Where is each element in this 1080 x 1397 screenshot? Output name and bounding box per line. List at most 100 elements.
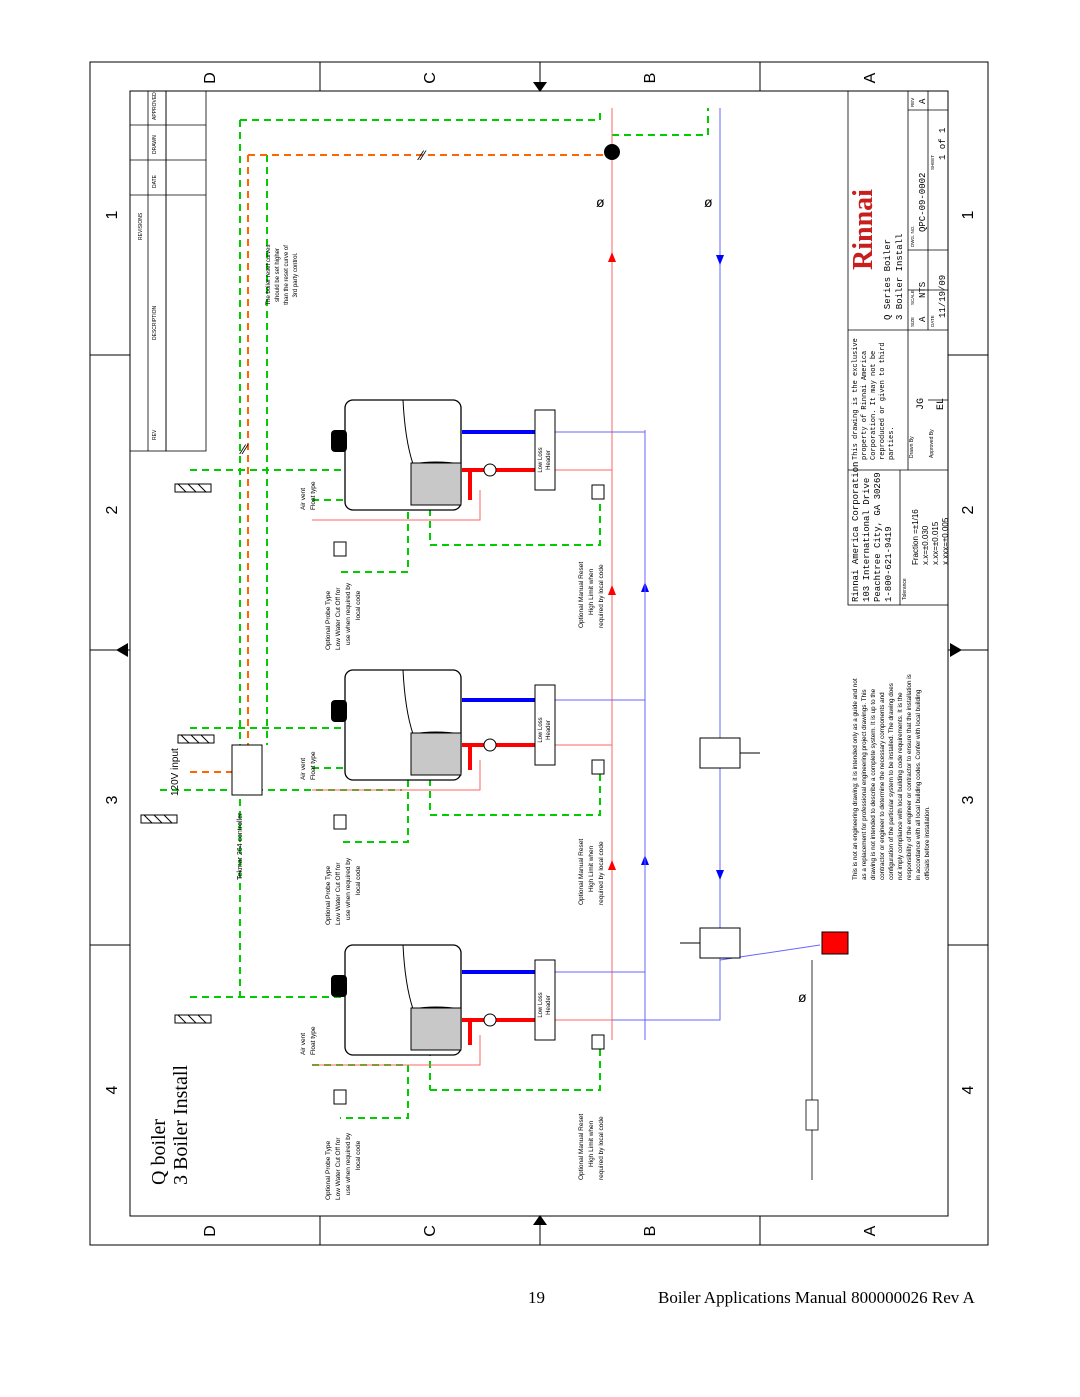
page-number: 19 <box>528 1288 545 1307</box>
valve-symbol-1: ø <box>596 194 605 210</box>
tb-date-label: DATE <box>930 315 935 327</box>
approved-by-value: EL <box>936 398 947 410</box>
boiler-1 <box>330 399 462 511</box>
high-limit-3a: Optional Manual Reset <box>578 1114 585 1180</box>
manual-title: Boiler Applications Manual 800000026 Rev… <box>658 1288 975 1307</box>
tb-dwgno-label: DWG. NO. <box>910 226 915 248</box>
tolerance-x: x.x=±0.030 <box>921 525 930 565</box>
boiler-pump-2 <box>483 738 497 752</box>
high-limit-3c: required by local code <box>598 1116 605 1180</box>
drawing-title-line-2: 3 Boiler Install <box>170 1065 192 1185</box>
svg-text:in accordance with all local b: in accordance with all local building co… <box>915 689 922 880</box>
probe-1d: local code <box>355 590 362 620</box>
sensor-wiring <box>190 154 620 773</box>
terminal-symbols <box>140 483 215 1024</box>
zone-number-left-2: 2 <box>104 505 121 514</box>
property-note-3: Corporation. It may not be <box>870 351 878 460</box>
disclaimer-block: This is not an engineering drawing; it i… <box>852 674 931 880</box>
probe-3b: Low Water Cut Off for <box>335 1137 342 1200</box>
float-type-label-1: Float type <box>310 481 317 510</box>
float-type-label-2: Float type <box>310 751 317 780</box>
svg-text:as a replacement for professio: as a replacement for professional engine… <box>861 689 868 880</box>
tb-sheet-value: 1 of 1 <box>938 128 948 160</box>
low-loss-header-3 <box>534 959 556 1041</box>
probe-3c: use when required by <box>345 1132 352 1195</box>
high-limit-3b: High Limit when <box>588 1120 595 1167</box>
outer-frame <box>89 61 989 1246</box>
tb-title-2: 3 Boiler Install <box>895 234 905 320</box>
tb-size-label: SIZE <box>910 317 915 327</box>
zone-number-right-2: 2 <box>960 505 977 514</box>
drawing-title-line-1: Q boiler <box>148 1119 170 1185</box>
low-loss-label-2a: Low Loss <box>538 717 544 742</box>
float-type-label-3: Float type <box>310 1026 317 1055</box>
zone-letter-top-a: A <box>862 72 879 83</box>
note-reset-line-2: should be set higher <box>275 248 281 302</box>
flow-arrows <box>608 252 724 880</box>
zone-letter-bottom-a: A <box>862 1225 879 1236</box>
company-name: Rinnai America Corporation <box>851 462 861 602</box>
probe-2d: local code <box>355 865 362 895</box>
pump-main <box>604 144 620 160</box>
boiler-piping <box>312 430 645 1066</box>
note-reset-line-1: The boiler reset curves <box>266 244 272 305</box>
revision-block <box>129 90 207 452</box>
company-phone: 1-800-621-9419 <box>884 526 894 602</box>
zone-number-left-4: 4 <box>104 1085 121 1094</box>
low-loss-label-2b: Header <box>546 720 552 740</box>
rev-header-description: DESCRIPTION <box>152 305 158 340</box>
low-loss-header-1 <box>534 409 556 491</box>
zone-number-left-3: 3 <box>104 795 121 804</box>
schematic-sheet: D C B A D C B A 1 2 3 4 1 2 3 4 REVISION… <box>89 61 989 1246</box>
air-vent-label-2: Air vent <box>300 758 307 780</box>
tb-size-value: A <box>918 316 928 322</box>
low-loss-label-1b: Header <box>546 450 552 470</box>
zone-letter-bottom-b: B <box>642 1226 659 1237</box>
fill-line: ø <box>798 960 819 1180</box>
zone-number-right-4: 4 <box>960 1085 977 1094</box>
property-note-1: This drawing is the exclusive <box>852 338 860 460</box>
note-reset-line-4: 3rd party control. <box>293 252 299 297</box>
probe-2a: Optional Probe Type <box>325 865 332 925</box>
svg-text:drawing is not intended to des: drawing is not intended to describe a co… <box>870 688 877 880</box>
tb-dwgno-value: QPC-09-0002 <box>918 173 928 232</box>
company-address: 103 International Drive <box>862 478 872 602</box>
high-limit-2a: Optional Manual Reset <box>578 839 585 905</box>
title-block <box>847 90 949 606</box>
zone-letter-bottom-c: C <box>422 1225 439 1237</box>
high-limit-1b: High Limit when <box>588 568 595 615</box>
svg-text:ø: ø <box>798 989 807 1005</box>
rev-header-revisions: REVISIONS <box>138 212 144 240</box>
tolerance-fraction: Fraction =±1/16 <box>911 509 920 565</box>
zone-letter-top-d: D <box>202 72 219 84</box>
svg-text:not imply compliance with loca: not imply compliance with local building… <box>897 692 904 880</box>
boiler-2 <box>330 669 462 781</box>
system-components <box>680 737 760 959</box>
tolerance-xx: x.xx=±0.015 <box>931 521 940 565</box>
break-mark-2: ⁄⁄ <box>239 441 249 457</box>
tb-rev-value: A <box>918 98 928 104</box>
zone-letter-bottom-d: D <box>202 1225 219 1237</box>
tb-title-1: Q Series Boiler <box>883 239 893 320</box>
zone-number-right-3: 3 <box>960 795 977 804</box>
high-limit-2c: required by local code <box>598 841 605 905</box>
tb-sheet-label: SHEET <box>930 155 935 170</box>
zone-number-left-1: 1 <box>104 210 121 219</box>
svg-text:contractor or engineer to dete: contractor or engineer to determine the … <box>879 692 886 880</box>
main-piping <box>611 108 821 1040</box>
high-limit-1c: required by local code <box>598 564 605 628</box>
expansion-tank <box>821 931 849 955</box>
property-note-2: property of Rinnai America <box>861 351 869 460</box>
probe-1c: use when required by <box>345 582 352 645</box>
air-vent-label-3: Air vent <box>300 1033 307 1055</box>
label-tekmar-controller: Tekmar 264 controller <box>237 812 244 880</box>
tb-date-value: 11/19/09 <box>938 275 948 318</box>
rev-header-rev: REV <box>152 429 158 440</box>
low-loss-label-1a: Low Loss <box>538 447 544 472</box>
tolerance-xxx: x.xxx=±0.005 <box>941 517 950 565</box>
svg-text:configuration of the particula: configuration of the particular system t… <box>888 683 895 880</box>
zone-letter-top-b: B <box>642 73 659 84</box>
probe-2c: use when required by <box>345 857 352 920</box>
probe-boxes <box>333 484 605 1105</box>
tb-scale-label: SCALE <box>910 290 915 305</box>
